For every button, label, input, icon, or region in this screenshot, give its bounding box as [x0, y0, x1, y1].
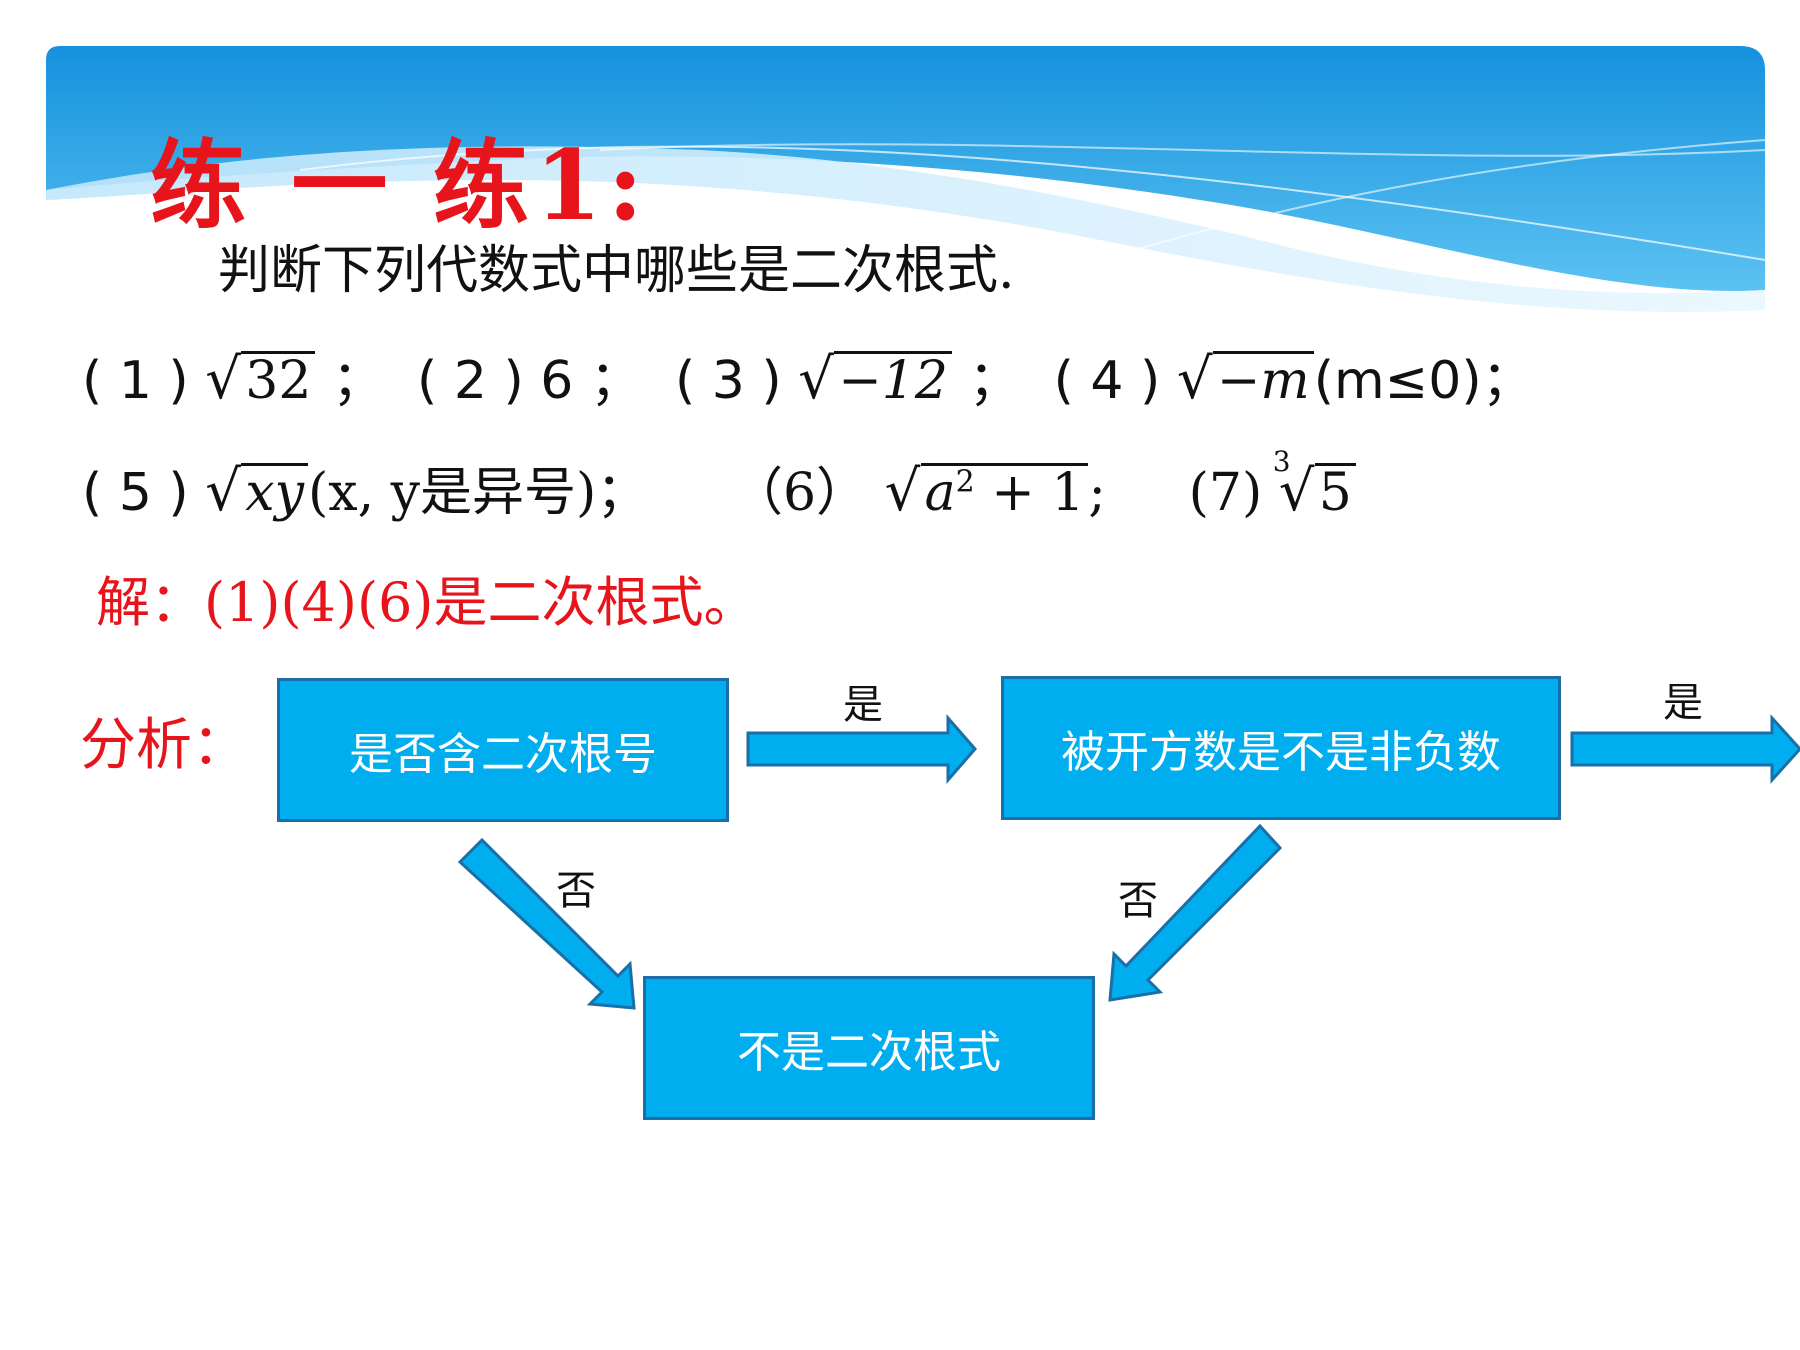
- no-arrow-1-icon: [457, 837, 636, 1010]
- question-prompt: 判断下列代数式中哪些是二次根式.: [218, 241, 1015, 301]
- slide-title: 练 一 练1:: [150, 129, 650, 242]
- sqrt-icon: √: [205, 347, 241, 412]
- yes-label-2: 是: [1663, 680, 1703, 726]
- item-7-cube-root: 3√5: [1273, 445, 1356, 524]
- item-7-label: (7): [1188, 463, 1263, 523]
- root-index: 3: [1272, 445, 1291, 478]
- expression-line-2: ( 5 ) √xy(x, y是异号)； （6） √a2 + 1; (7) 3√5: [82, 445, 1356, 525]
- item-1-label: ( 1 ): [82, 351, 189, 411]
- expression-line-1: ( 1 ) √32 ； ( 2 ) 6 ； ( 3 ) √−12 ； ( 4 )…: [82, 338, 1534, 413]
- root-icon: √: [1278, 459, 1315, 524]
- item-2-expression: ( 2 ) 6 ；: [417, 351, 642, 411]
- answer-text: 解：(1)(4)(6)是二次根式。: [96, 571, 758, 634]
- item-4-condition: (m≤0)；: [1313, 351, 1534, 411]
- yes-label-1: 是: [843, 682, 883, 728]
- item-6-radical: √a2 + 1: [885, 459, 1089, 524]
- item-6-label: （6）: [730, 463, 869, 523]
- analysis-label: 分析：: [80, 713, 248, 778]
- sqrt-icon: √: [798, 347, 834, 412]
- item-4-radical: √−m: [1177, 347, 1314, 412]
- item-5-condition: (x, y是异号)；: [307, 463, 649, 523]
- item-5-radical: √xy: [205, 459, 308, 524]
- item-6-end: ;: [1088, 463, 1106, 523]
- box-has-radical: 是否含二次根号: [277, 678, 729, 822]
- box-not-quadratic-radical: 不是二次根式: [643, 976, 1095, 1120]
- item-3-label: ( 3 ): [674, 351, 782, 411]
- no-label-2: 否: [1118, 878, 1158, 924]
- box-radicand-nonnegative: 被开方数是不是非负数: [1001, 676, 1561, 820]
- header-wave-banner: [46, 46, 1766, 312]
- no-label-1: 否: [556, 868, 596, 914]
- item-5-label: ( 5 ): [82, 463, 189, 523]
- item-3-radical: √−12: [798, 347, 952, 412]
- sqrt-icon: √: [1176, 347, 1213, 412]
- item-3-separator: ；: [968, 351, 1021, 411]
- sqrt-icon: √: [205, 459, 241, 524]
- item-1-separator: ；: [331, 351, 384, 411]
- item-4-label: ( 4 ): [1053, 351, 1161, 411]
- sqrt-icon: √: [884, 459, 921, 524]
- item-1-radical: √32: [205, 347, 316, 412]
